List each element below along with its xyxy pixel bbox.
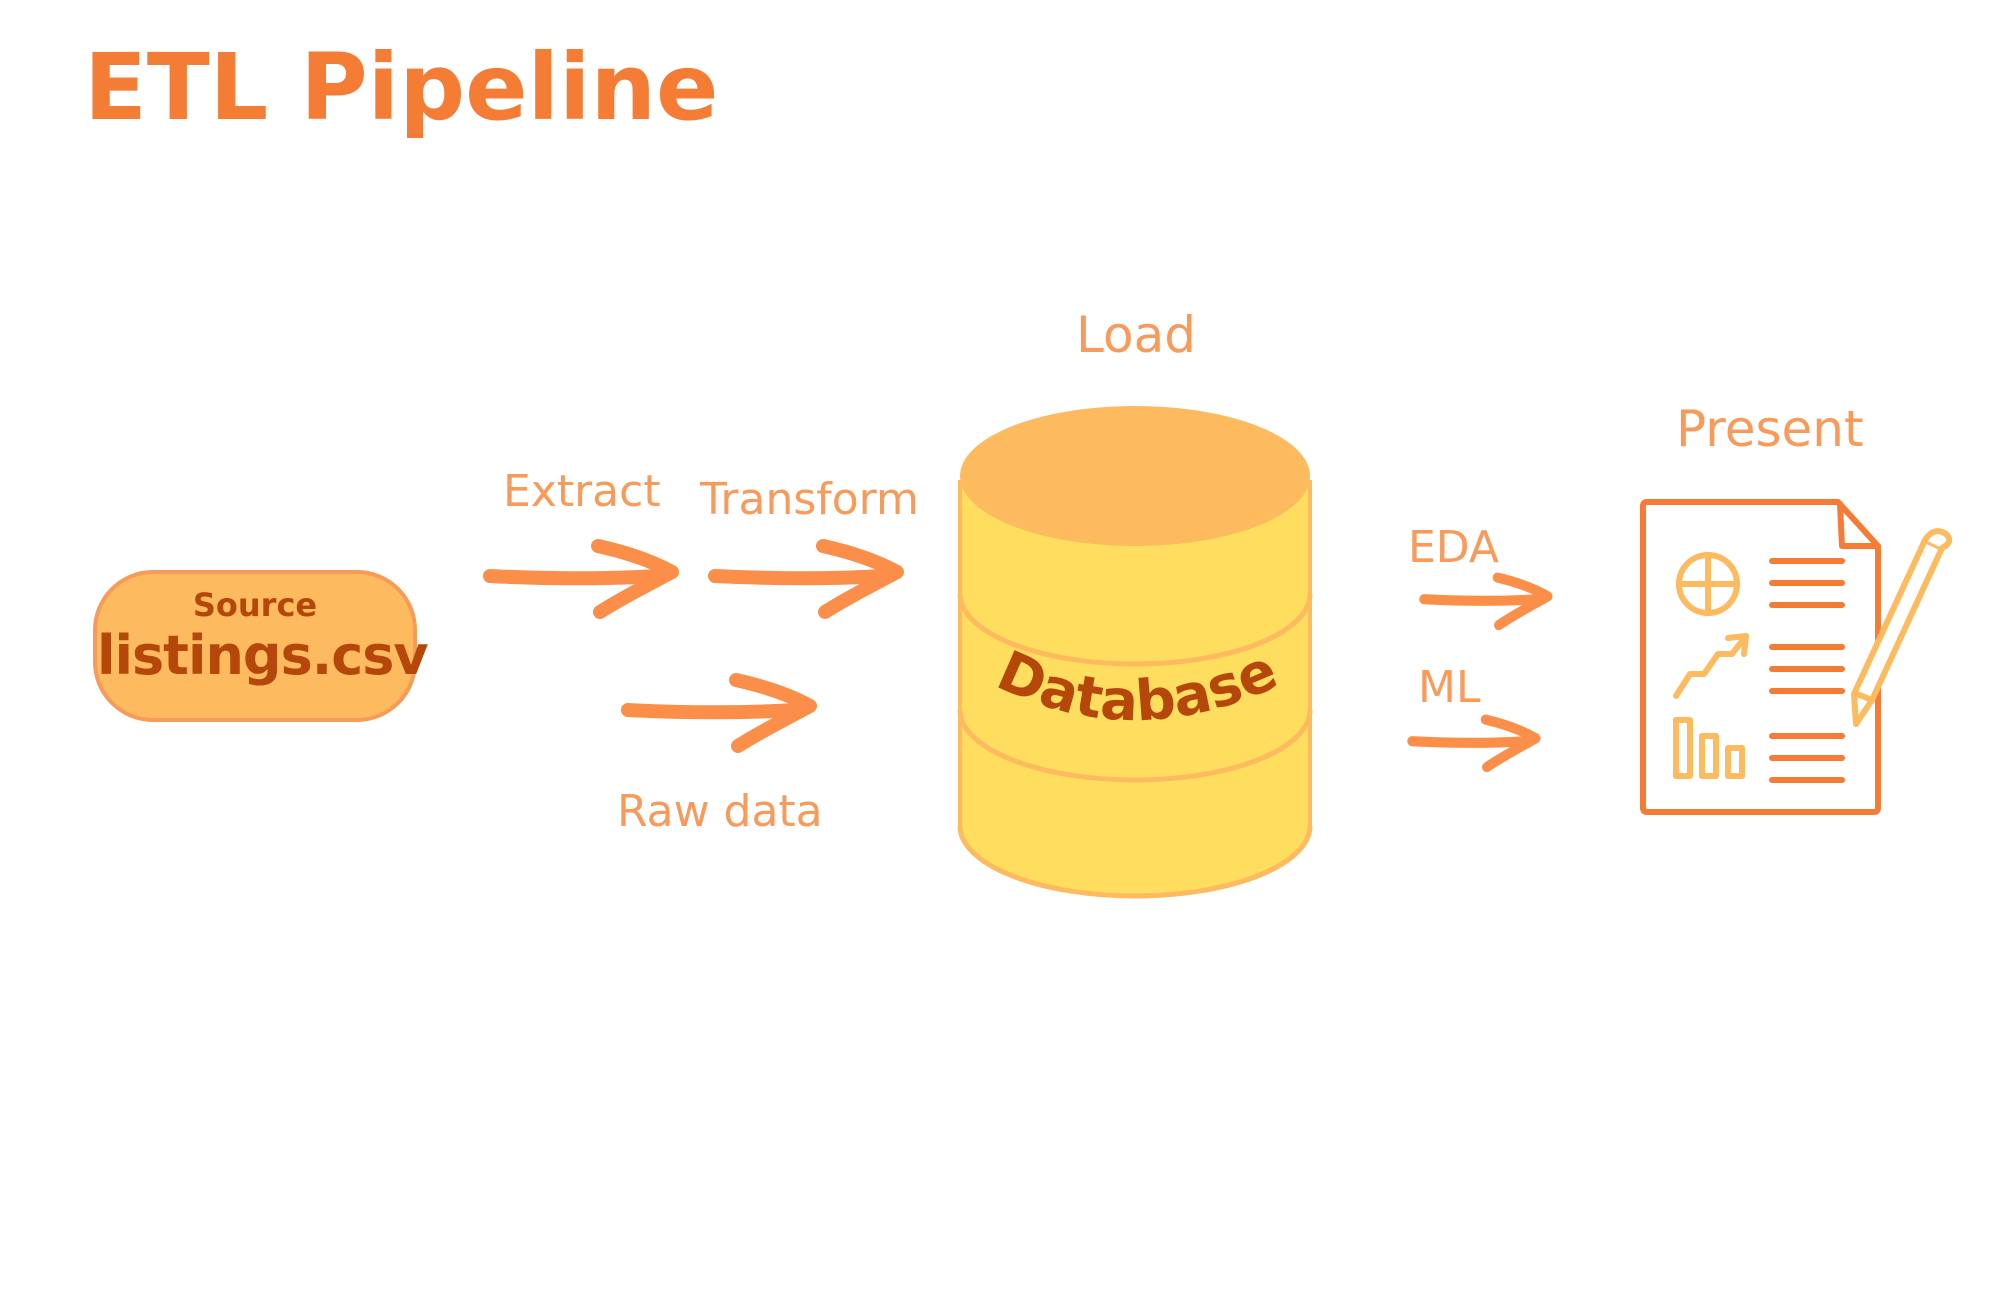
- arrow-raw-data-icon: [628, 680, 810, 746]
- arrow-extract-icon: [490, 546, 672, 612]
- source-box: Source listings.csv: [93, 570, 429, 722]
- label-raw-data: Raw data: [617, 786, 823, 837]
- database-cylinder-icon: Database: [957, 406, 1313, 899]
- label-transform: Transform: [700, 474, 919, 525]
- source-filename: listings.csv: [97, 624, 429, 687]
- label-present: Present: [1676, 400, 1864, 458]
- label-eda: EDA: [1408, 522, 1500, 573]
- arrow-transform-icon: [715, 546, 897, 612]
- label-load: Load: [1076, 306, 1196, 364]
- report-document-icon: [1640, 499, 1881, 815]
- page-title: ETL Pipeline: [84, 34, 719, 141]
- arrow-eda-icon: [1424, 578, 1548, 626]
- label-ml: ML: [1418, 662, 1481, 713]
- source-heading: Source: [192, 586, 318, 624]
- pencil-icon: [1851, 528, 1953, 727]
- label-extract: Extract: [503, 466, 661, 517]
- arrow-ml-icon: [1412, 720, 1536, 768]
